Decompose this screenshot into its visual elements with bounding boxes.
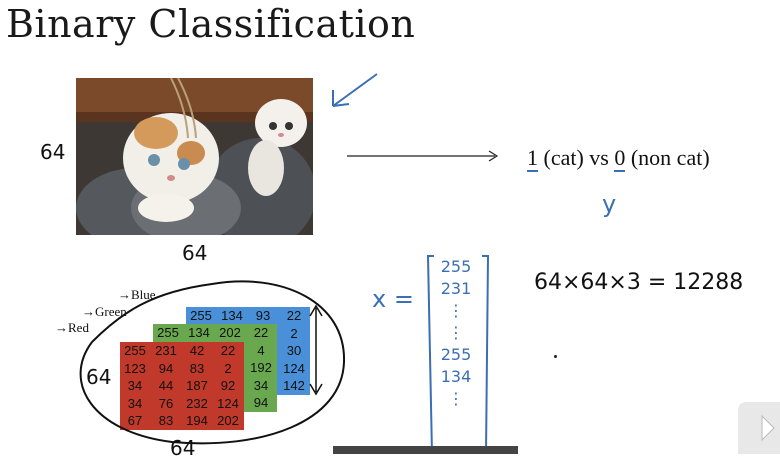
matrix-cell: 42 xyxy=(189,343,205,358)
matrix-cell: 67 xyxy=(127,413,143,428)
matrix-cell: 123 xyxy=(124,360,146,376)
vector-entry: 134 xyxy=(440,367,472,386)
pointer-arrow-icon xyxy=(332,73,378,107)
matrix-cell: 4 xyxy=(257,342,265,358)
matrix-cell: 2 xyxy=(224,360,232,376)
dimension-formula: 64×64×3 = 12288 xyxy=(534,270,744,295)
matrix-cell: 34 xyxy=(127,395,143,411)
matrix-cell: 202 xyxy=(219,325,241,340)
matrix-cell: 255 xyxy=(190,308,212,323)
label-zero: 0 xyxy=(614,145,626,172)
matrix-cell: 134 xyxy=(188,325,210,340)
matrix-cell: 94 xyxy=(158,360,174,376)
matrix-cell: 255 xyxy=(124,343,146,358)
output-label: 1 (cat) vs 0 (non cat) xyxy=(527,145,710,172)
mapping-arrow-icon xyxy=(347,150,499,162)
vector-entry: 255 xyxy=(440,345,472,364)
matrix-cell: 187 xyxy=(186,378,208,393)
matrix-cell: 232 xyxy=(186,395,208,411)
image-height-label: 64 xyxy=(40,140,66,164)
legend-red: →Red xyxy=(55,320,89,335)
matrix-cell: 192 xyxy=(250,360,272,375)
legend-green: →Green xyxy=(82,304,127,319)
cat-photo xyxy=(76,78,313,235)
stray-dot xyxy=(554,355,557,358)
matrix-cell: 22 xyxy=(220,343,236,358)
matrix-cell: 2 xyxy=(290,325,298,341)
legend-blue: →Blue xyxy=(118,287,156,302)
matrix-cell: 194 xyxy=(186,413,208,428)
matrix-cell: 34 xyxy=(253,377,269,393)
label-cat-text: (cat) vs xyxy=(538,145,615,170)
matrix-cell: 255 xyxy=(157,325,179,340)
play-icon[interactable] xyxy=(738,402,780,454)
player-corner-widget[interactable] xyxy=(738,402,780,454)
vector-entry: ⋮ xyxy=(448,323,464,342)
vector-brackets xyxy=(426,255,490,454)
matrix-cell: 134 xyxy=(221,308,243,323)
matrix-cell: 76 xyxy=(158,395,174,411)
video-caption-bar xyxy=(333,446,518,454)
matrix-cell: 22 xyxy=(253,325,269,340)
matrix-cell: 83 xyxy=(158,413,174,428)
matrix-cell: 202 xyxy=(217,413,239,428)
matrix-cell: 231 xyxy=(155,343,177,358)
red-channel-matrix: 255 231 42 22 123 94 83 2 34 44 187 92 34 76 232 124 67 8… xyxy=(120,342,244,430)
vector-entry: ⋮ xyxy=(448,389,464,408)
x-vector: 255 231 ⋮ ⋮ 255 134 ⋮ xyxy=(436,256,476,410)
matrix-cell: 124 xyxy=(283,360,305,376)
y-label: y xyxy=(602,190,617,218)
matrix-cell: 124 xyxy=(217,395,239,411)
label-one: 1 xyxy=(527,145,538,172)
matrix-cell: 93 xyxy=(255,308,271,323)
vector-entry: 255 xyxy=(440,257,472,276)
matrix-cell: 94 xyxy=(253,395,269,410)
label-noncat-text: (non cat) xyxy=(625,145,710,170)
matrix-cell: 142 xyxy=(283,378,305,393)
matrix-ellipse xyxy=(79,280,346,445)
matrix-cell: 22 xyxy=(286,308,302,323)
matrix-cell: 92 xyxy=(220,378,236,393)
matrix-width-label: 64 xyxy=(170,436,196,460)
matrix-height-label: 64 xyxy=(86,365,112,389)
matrix-cell: 83 xyxy=(189,360,205,376)
matrix-cell: 44 xyxy=(158,378,174,393)
vector-entry: 231 xyxy=(440,279,472,298)
matrix-cell: 30 xyxy=(286,343,302,358)
image-width-label: 64 xyxy=(182,241,208,265)
matrix-cell: 34 xyxy=(127,378,143,393)
vector-entry: ⋮ xyxy=(448,301,464,320)
x-label: x = xyxy=(372,285,414,313)
slide-title: Binary Classification xyxy=(6,2,416,46)
